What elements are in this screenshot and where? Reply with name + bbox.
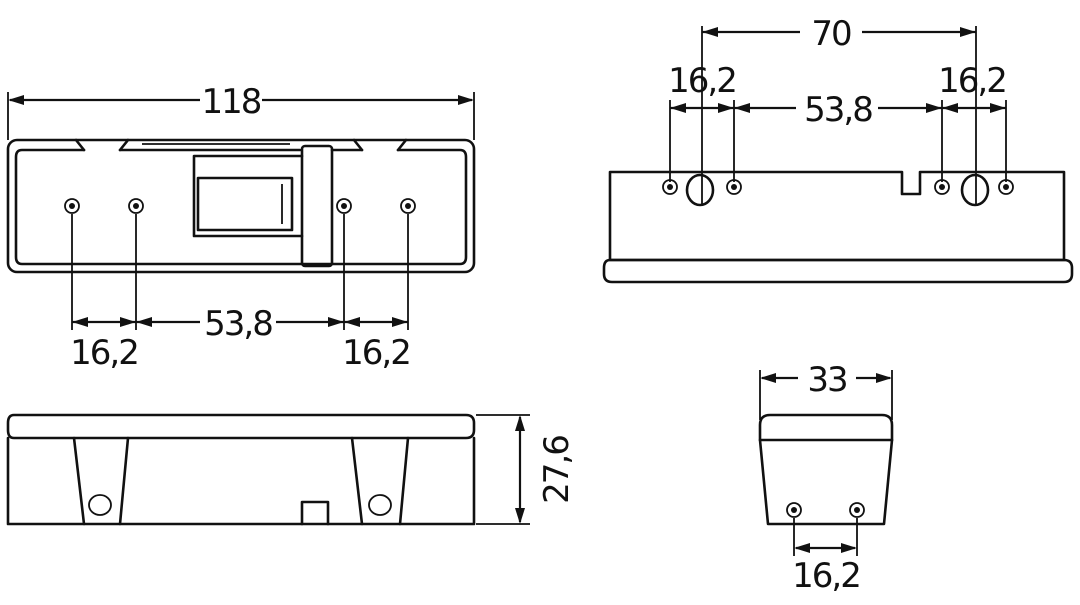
cable-notch [300,500,330,526]
dimension-label-left-spacing: 16,2 [668,61,736,101]
housing-body-outline [608,170,1066,262]
lens-outline [602,258,1074,284]
mounting-hole [128,198,144,214]
connector-housing [192,154,304,238]
arrowhead [136,317,152,327]
connector-socket [196,176,294,232]
lens-outline [758,413,894,442]
housing-body-outline [6,436,476,526]
housing-notch [118,138,364,152]
arrowhead [702,27,718,37]
housing-notch [396,138,408,152]
arrowhead [926,103,942,113]
dimension-label-center-spacing: 53,8 [804,90,872,130]
mounting-hole [726,179,742,195]
dimension-label-center-spacing: 53,8 [204,304,272,344]
top-view: 118 53,8 [6,82,476,373]
arrowhead [458,95,474,105]
mounting-slot [88,494,112,516]
arrowhead [734,103,750,113]
end-view: 33 16,2 [758,360,894,596]
dimension-label-width: 33 [807,360,846,400]
arrowhead [718,103,734,113]
mounting-hole [662,179,678,195]
arrowhead [72,317,88,327]
mounting-boss [72,436,130,526]
dimension-label-left-spacing: 16,2 [70,333,138,373]
arrowhead [794,543,810,553]
rear-view: 70 16,2 16,2 53,8 [602,14,1074,284]
dimension-label-right-spacing: 16,2 [938,61,1006,101]
dimension-label-center-holes: 70 [811,14,851,54]
mounting-slot [685,173,715,207]
front-view: 27,6 [6,413,577,526]
arrowhead [515,415,525,431]
arrowhead [841,543,857,553]
mounting-hole [64,198,80,214]
mounting-hole [786,502,802,518]
dimension-label-right-spacing: 16,2 [342,333,410,373]
arrowhead [515,508,525,524]
mounting-hole [336,198,352,214]
arrowhead [120,317,136,327]
mounting-boss [350,436,410,526]
arrowhead [876,373,892,383]
arrowhead [760,373,776,383]
dimension-label-hole-spacing: 16,2 [792,556,860,596]
arrowhead [392,317,408,327]
mounting-hole [400,198,416,214]
mounting-hole [849,502,865,518]
mounting-hole [934,179,950,195]
housing-notch [74,138,86,152]
arrowhead [960,27,976,37]
arrowhead [670,103,686,113]
lens-outline [6,413,476,440]
arrowhead [344,317,360,327]
housing-inner-outline [14,148,468,266]
arrowhead [990,103,1006,113]
arrowhead [328,317,344,327]
mounting-slot [960,173,990,207]
dimension-label-overall-width: 118 [202,82,261,122]
arrowhead [8,95,24,105]
arrowhead [942,103,958,113]
housing-outline [6,138,476,274]
dimension-label-height: 27,6 [537,436,577,504]
mounting-hole [998,179,1014,195]
mounting-slot [368,494,392,516]
connector-clip [300,144,334,268]
housing-body-outline [758,438,894,526]
